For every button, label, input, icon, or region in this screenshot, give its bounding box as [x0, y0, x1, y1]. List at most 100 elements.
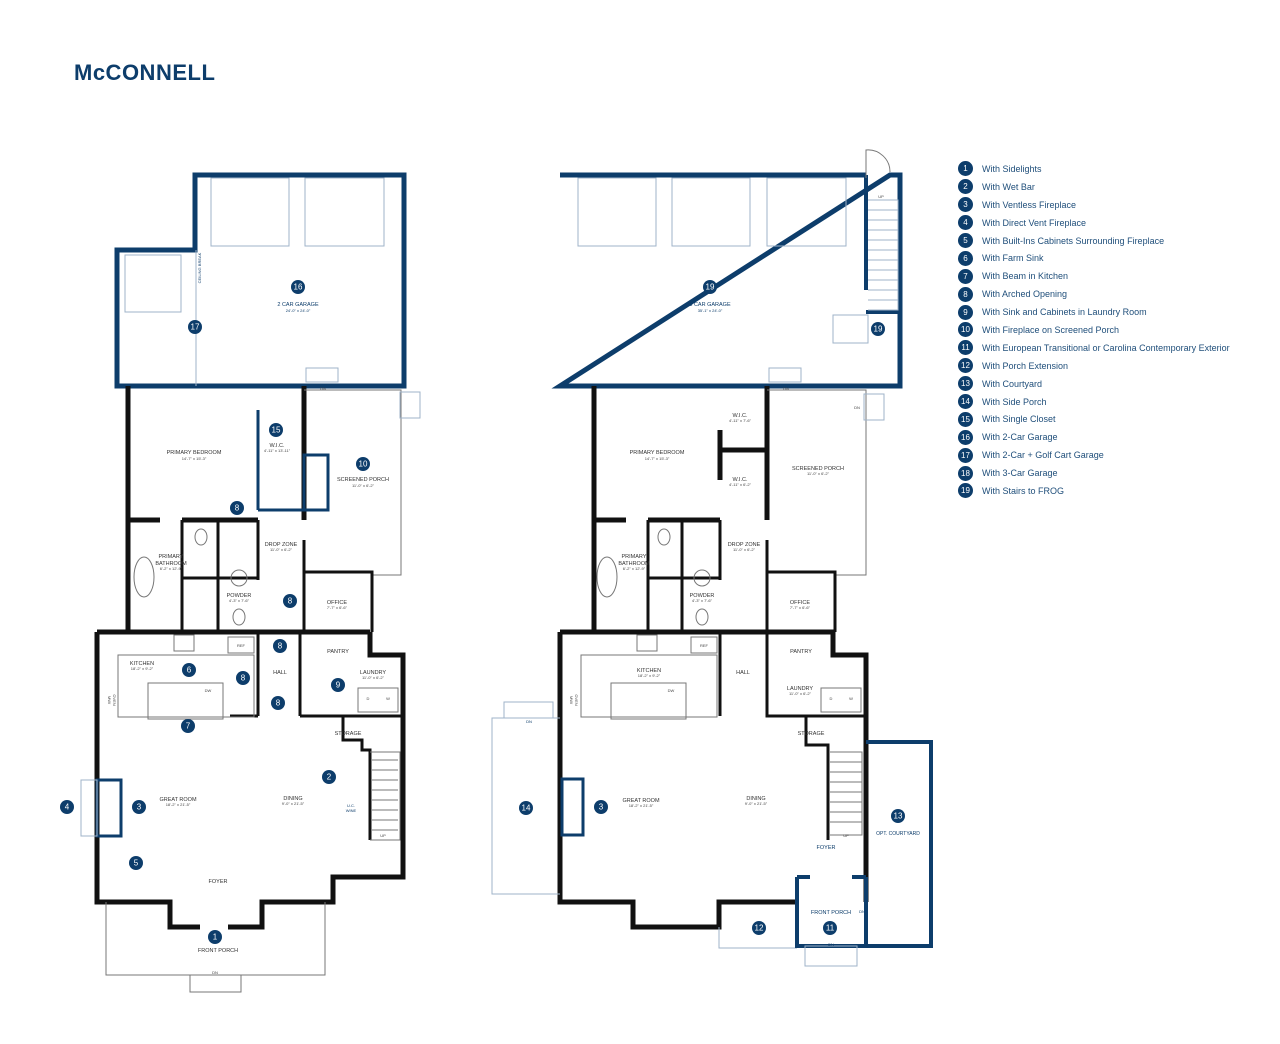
bathtub — [596, 556, 618, 598]
option-marker: 2 — [322, 770, 336, 784]
room-name: DROP ZONE — [265, 542, 298, 548]
room-dimensions: 6'-2" x 12'-9" — [160, 566, 183, 571]
garage-walls — [114, 172, 407, 389]
option-number-badge: 3 — [958, 197, 973, 213]
washer-dryer — [357, 687, 399, 713]
room-name: DINING — [283, 796, 302, 802]
option-label: With 2-Car Garage — [982, 432, 1058, 443]
stair-label: DN — [783, 386, 789, 391]
option-marker: 4 — [60, 800, 74, 814]
room-name: GREAT ROOM — [622, 798, 659, 804]
room-name: OFFICE — [327, 600, 347, 606]
bathtub — [133, 556, 155, 598]
front-steps — [804, 945, 858, 967]
room-name: 2 CAR GARAGE — [277, 302, 319, 308]
option-marker: 8 — [230, 501, 244, 515]
option-number-badge: 9 — [958, 304, 973, 320]
room-name: POWDER — [227, 593, 252, 599]
room-dimensions: 11'-0" x 6'-2" — [789, 691, 812, 696]
room-dimensions: 18'-2" x 21'-5" — [166, 802, 191, 807]
room-name: W.I.C. — [733, 477, 748, 483]
garage-steps — [768, 367, 802, 383]
option-marker: 13 — [891, 809, 905, 823]
svg-text:9: 9 — [336, 681, 341, 690]
svg-text:6: 6 — [187, 666, 192, 675]
wall — [302, 540, 374, 632]
screened-porch-outline — [767, 389, 867, 576]
garage-door — [766, 177, 847, 247]
garage-door — [671, 177, 751, 247]
toilet — [232, 608, 246, 626]
room-dimensions: 11'-0" x 6'-2" — [352, 483, 375, 488]
option-number-badge: 5 — [958, 233, 973, 248]
room-dimensions: 4'-11" x 6'-2" — [729, 482, 752, 487]
refrigerator — [227, 636, 255, 654]
fixture-label: OVEN — [112, 694, 117, 705]
room-name: POWDER — [690, 593, 715, 599]
exterior-door — [865, 149, 891, 178]
room-name: PRIMARY BEDROOM — [167, 450, 222, 456]
wall — [717, 386, 770, 520]
room-dimensions: 18'-2" x 9'-2" — [638, 673, 661, 678]
option-number-badge: 17 — [958, 447, 973, 463]
plan-title: McCONNELL — [74, 60, 216, 85]
fixture-label: DW — [668, 688, 675, 693]
option-label: With Porch Extension — [982, 360, 1069, 371]
direct-vent-fireplace — [80, 779, 98, 837]
toilet — [194, 528, 208, 546]
option-number-badge: 10 — [958, 322, 973, 338]
option-marker: 14 — [519, 801, 533, 815]
room-name: STORAGE — [335, 731, 362, 737]
svg-text:13: 13 — [894, 812, 903, 821]
room-name: 3 CAR GARAGE — [689, 302, 731, 308]
room-dimensions: 7'-7" x 6'-6" — [327, 605, 348, 610]
option-number-badge: 16 — [958, 429, 973, 445]
fixture-label: REF — [700, 643, 709, 648]
stair-label: DN — [859, 909, 865, 914]
option-marker: 9 — [331, 678, 345, 692]
room-dimensions: 18'-2" x 21'-5" — [629, 803, 654, 808]
fixture-label: DW — [205, 688, 212, 693]
svg-text:15: 15 — [272, 426, 281, 435]
option-marker: 19 — [871, 322, 885, 336]
option-marker: 15 — [269, 423, 283, 437]
screened-porch-outline — [304, 389, 402, 576]
kitchen-island — [147, 682, 224, 720]
option-label: With Ventless Fireplace — [982, 199, 1077, 210]
room-name: BATHROOM — [618, 561, 650, 567]
option-number-badge: 6 — [958, 250, 973, 266]
option-marker: 19 — [703, 280, 717, 294]
garage-walls — [551, 172, 903, 389]
svg-text:3: 3 — [599, 803, 604, 812]
svg-text:8: 8 — [288, 597, 293, 606]
svg-text:17: 17 — [191, 323, 200, 332]
room-name: DROP ZONE — [728, 542, 761, 548]
room-name: PANTRY — [327, 649, 349, 655]
refrigerator — [690, 636, 718, 654]
option-marker: 3 — [594, 800, 608, 814]
garage-door — [210, 177, 290, 247]
room-dimensions: 14'-7" x 15'-3" — [182, 456, 207, 461]
fireplace — [560, 777, 585, 837]
svg-text:12: 12 — [755, 924, 764, 933]
room-name: KITCHEN — [637, 668, 661, 674]
option-label: With Built-Ins Cabinets Surrounding Fire… — [982, 235, 1165, 246]
option-label: With 3-Car Garage — [982, 468, 1058, 479]
stair-landing — [832, 314, 869, 344]
room-name: STORAGE — [798, 731, 825, 737]
room-dimensions: 14'-7" x 15'-3" — [645, 456, 670, 461]
option-number-badge: 1 — [958, 161, 973, 177]
svg-text:8: 8 — [276, 699, 281, 708]
svg-text:10: 10 — [359, 460, 368, 469]
toilet — [695, 608, 709, 626]
fireplace — [95, 778, 123, 838]
wall — [718, 632, 866, 718]
option-marker: 8 — [283, 594, 297, 608]
